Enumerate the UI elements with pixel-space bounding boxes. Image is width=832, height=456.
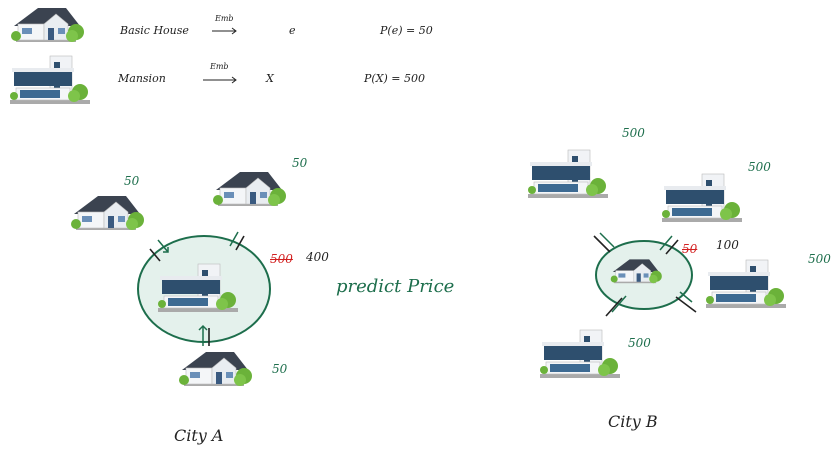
city-b-right-top-mansion-icon bbox=[661, 173, 743, 223]
city-b-right-top-mansion-price: 500 bbox=[748, 160, 771, 174]
city-b-old-price: 50 bbox=[682, 242, 698, 256]
legend-mansion-label: Mansion bbox=[118, 72, 166, 85]
city-a-old-price: 500 bbox=[270, 252, 293, 266]
city-b-bottom-mansion-icon bbox=[539, 329, 621, 379]
legend-symbol-x: X bbox=[266, 72, 274, 85]
city-a-left-house-price: 50 bbox=[124, 174, 140, 188]
legend-mansion-icon bbox=[9, 55, 91, 105]
city-b-right-mansion-price: 500 bbox=[808, 252, 831, 266]
city-b-top-mansion-icon bbox=[527, 149, 609, 199]
city-a-label: City A bbox=[174, 426, 224, 445]
city-a-bottom-house-price: 50 bbox=[272, 362, 288, 376]
city-b-label: City B bbox=[608, 412, 658, 431]
city-b-top-mansion-price: 500 bbox=[622, 126, 645, 140]
city-b-right-mansion-icon bbox=[705, 259, 787, 309]
city-b-bottom-mansion-price: 500 bbox=[628, 336, 651, 350]
city-a-top-house-icon bbox=[212, 171, 287, 207]
legend-symbol-e: e bbox=[289, 24, 296, 37]
legend-emb-label-1: Emb bbox=[215, 14, 234, 23]
legend-basic-house-label: Basic House bbox=[120, 24, 189, 37]
city-a-bottom-house-icon bbox=[178, 351, 253, 387]
city-a-top-house-price: 50 bbox=[292, 156, 308, 170]
legend-house-icon bbox=[10, 7, 85, 43]
city-a-new-price: 400 bbox=[306, 250, 329, 264]
legend-emb-label-2: Emb bbox=[210, 62, 229, 71]
city-a-left-house-icon bbox=[70, 195, 145, 231]
legend-price-x: P(X) = 500 bbox=[364, 72, 426, 85]
legend-price-e: P(e) = 50 bbox=[380, 24, 433, 37]
city-b-new-price: 100 bbox=[716, 238, 739, 252]
predict-price-label: predict Price bbox=[336, 276, 455, 297]
